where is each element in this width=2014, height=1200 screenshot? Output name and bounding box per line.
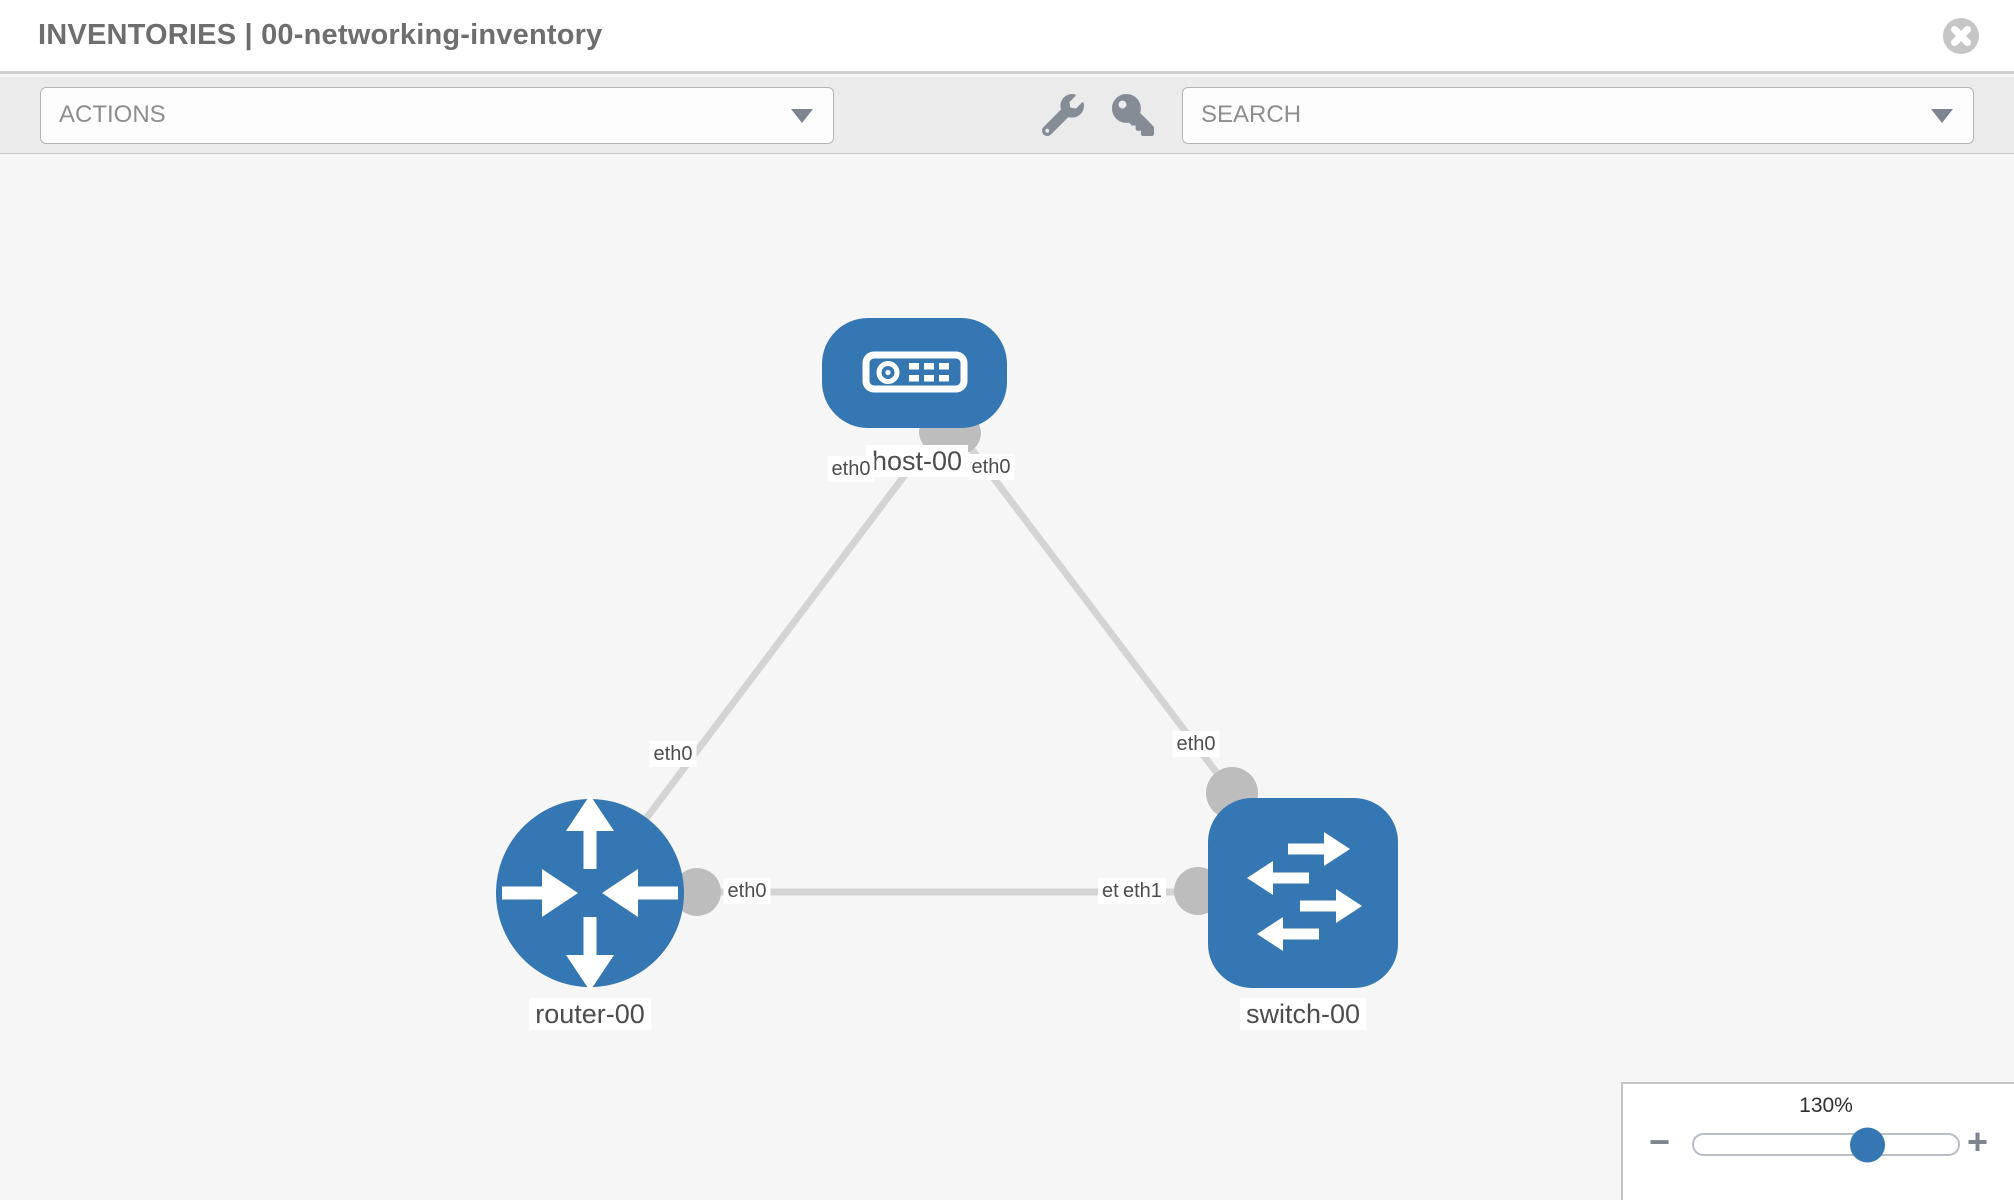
topology-graph	[496, 318, 1398, 991]
iface-label-router-to-switch: eth0	[723, 878, 771, 904]
search-dropdown[interactable]: SEARCH	[1182, 86, 1974, 144]
credentials-key-icon[interactable]	[1112, 94, 1154, 136]
zoom-slider-track[interactable]	[1692, 1127, 1960, 1162]
node-label-router[interactable]: router-00	[529, 998, 651, 1030]
iface-label-switch-from-host: eth0	[1172, 731, 1220, 757]
actions-dropdown-label: ACTIONS	[59, 101, 166, 128]
iface-label-switch-from-router: eth1	[1119, 878, 1166, 904]
node-switch-00[interactable]	[1208, 798, 1398, 988]
chevron-down-icon	[791, 109, 813, 123]
actions-dropdown[interactable]: ACTIONS	[40, 86, 834, 144]
zoom-out-button[interactable]: −	[1649, 1121, 1671, 1162]
node-label-host[interactable]: host-00	[865, 445, 969, 477]
node-label-switch[interactable]: switch-00	[1239, 998, 1367, 1030]
iface-label-host-to-router: eth0	[827, 456, 875, 482]
iface-label-host-to-switch: eth0	[967, 454, 1015, 480]
close-icon[interactable]	[1942, 17, 1980, 55]
zoom-level-value: 130%	[1799, 1094, 1853, 1117]
configure-wrench-icon[interactable]	[1041, 94, 1084, 137]
router-icon	[502, 795, 678, 991]
switch-icon	[1247, 832, 1362, 951]
search-dropdown-label: SEARCH	[1201, 101, 1302, 128]
chevron-down-icon	[1931, 109, 1953, 123]
toolbar: ACTIONS SEARCH	[0, 77, 2014, 154]
link-host-router[interactable]	[587, 428, 941, 896]
header: INVENTORIES | 00-networking-inventory	[0, 0, 2014, 74]
topology-canvas[interactable]: host-00 router-00 switch-00 eth0 eth0 et…	[0, 155, 2014, 1200]
host-icon	[862, 351, 968, 393]
zoom-control-panel: 130% − +	[1621, 1082, 2014, 1200]
zoom-slider-handle[interactable]	[1850, 1127, 1885, 1162]
zoom-in-button[interactable]: +	[1967, 1121, 1989, 1162]
router-interface-dot[interactable]	[673, 868, 721, 916]
node-host-00[interactable]	[822, 318, 1007, 428]
node-router-00[interactable]	[496, 795, 684, 991]
iface-label-router-from-host: eth0	[649, 741, 697, 767]
page-title: INVENTORIES | 00-networking-inventory	[38, 19, 603, 51]
